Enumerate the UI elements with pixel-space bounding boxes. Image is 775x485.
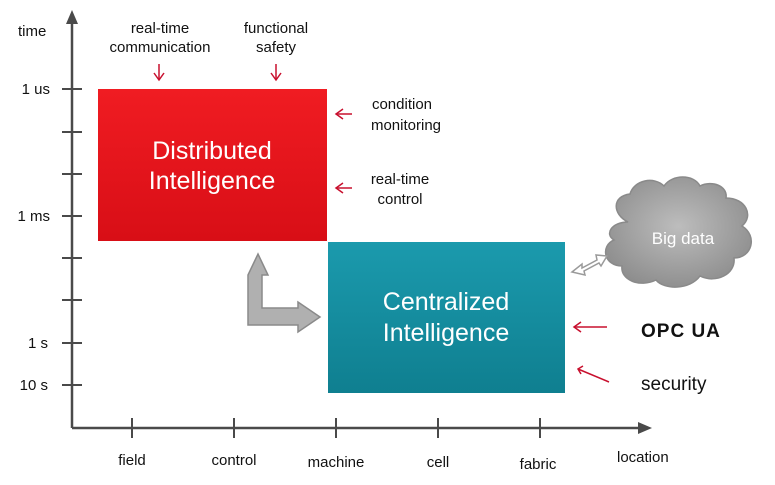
red-arrow-diagonal-icon — [576, 365, 610, 383]
distributed-label-line1: Distributed — [152, 137, 272, 165]
condition-monitoring-label-line1: condition — [372, 96, 432, 113]
condition-monitoring-label-line2: monitoring — [371, 117, 441, 134]
centralized-intelligence-box: Centralized Intelligence — [328, 242, 565, 393]
x-tick-label: machine — [308, 454, 365, 471]
centralized-label-line2: Intelligence — [383, 319, 509, 347]
axes: time location 1 us 1 ms 1 s 10 s field c… — [17, 10, 669, 473]
x-tick-label: cell — [427, 454, 450, 471]
y-axis-arrowhead — [66, 10, 78, 24]
side-annotations: condition monitoring real-time control — [334, 96, 441, 208]
x-tick-label: field — [118, 452, 146, 469]
opc-ua-label: OPC UA — [641, 321, 721, 342]
x-axis-title: location — [617, 449, 669, 466]
y-tick-label: 1 ms — [17, 208, 50, 225]
red-arrow-down-icon — [270, 64, 282, 82]
y-tick-label: 1 s — [28, 335, 48, 352]
big-data-cloud: Big data — [604, 176, 752, 288]
realtime-control-label-line1: real-time — [371, 171, 429, 188]
distributed-label-line2: Intelligence — [149, 167, 275, 195]
x-tick-label: fabric — [520, 456, 557, 473]
red-arrow-left-icon — [334, 182, 352, 194]
y-tick-label: 10 s — [20, 377, 48, 394]
x-axis-arrowhead — [638, 422, 652, 434]
distributed-intelligence-box: Distributed Intelligence — [98, 89, 327, 241]
y-tick-label: 1 us — [22, 81, 50, 98]
centralized-label-line1: Centralized — [383, 288, 509, 316]
red-arrow-down-icon — [153, 64, 165, 82]
realtime-control-label-line2: control — [377, 191, 422, 208]
red-arrow-left-icon — [334, 108, 352, 120]
top-annotations: real-time communication functional safet… — [110, 20, 308, 82]
big-data-label: Big data — [652, 229, 715, 248]
functional-safety-label-line1: functional — [244, 20, 308, 37]
right-labels: OPC UA security — [572, 321, 721, 395]
realtime-communication-label-line2: communication — [110, 39, 211, 56]
red-arrow-left-icon — [572, 321, 607, 333]
hollow-double-arrow-icon — [570, 254, 609, 277]
security-label: security — [641, 374, 707, 395]
x-tick-label: control — [211, 452, 256, 469]
y-axis-title: time — [18, 23, 46, 40]
realtime-communication-label-line1: real-time — [131, 20, 189, 37]
functional-safety-label-line2: safety — [256, 39, 297, 56]
gray-bidirectional-l-arrow-icon — [247, 252, 322, 334]
